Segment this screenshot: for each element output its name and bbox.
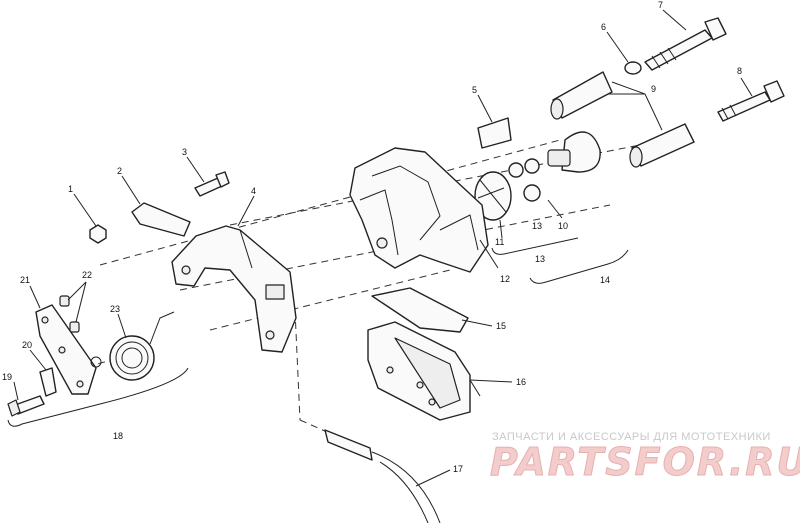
watermark: ЗАПЧАСТИ И АКСЕССУАРЫ ДЛЯ МОТОТЕХНИКИ PA…	[490, 431, 800, 485]
part-screw	[7, 395, 45, 417]
part-cable	[324, 429, 441, 523]
part-sleeves	[550, 71, 695, 168]
callout-2: 2	[117, 166, 122, 176]
part-bracket	[171, 225, 297, 353]
part-bolt-short	[717, 80, 785, 122]
callout-labels: 1 2 3 4 5 6 7 8 9 10 11 12 13 13 14 15 1…	[2, 0, 742, 474]
callout-7: 7	[658, 0, 663, 10]
callout-11: 11	[495, 237, 504, 247]
callout-9: 9	[651, 84, 656, 94]
part-spring	[90, 311, 175, 381]
callout-1: 1	[68, 184, 73, 194]
part-clip	[477, 117, 512, 149]
callout-13a: 13	[532, 221, 542, 231]
part-brake-pads	[367, 321, 471, 421]
watermark-brand: PARTSFOR.RU	[490, 440, 800, 484]
part-latch	[39, 367, 57, 397]
part-shim-plate	[371, 287, 469, 333]
part-link-plate	[131, 202, 191, 237]
callout-6: 6	[601, 22, 606, 32]
callout-23: 23	[110, 304, 120, 314]
callout-22: 22	[82, 270, 92, 280]
callout-16: 16	[516, 377, 526, 387]
callout-17: 17	[453, 464, 463, 474]
callout-15: 15	[496, 321, 506, 331]
watermark-tagline: ЗАПЧАСТИ И АКСЕССУАРЫ ДЛЯ МОТОТЕХНИКИ	[492, 431, 771, 443]
leader-lines	[13, 9, 753, 487]
part-caliper-body	[349, 147, 489, 273]
callout-21: 21	[20, 275, 30, 285]
part-washer	[624, 61, 642, 75]
part-lever-arm	[35, 304, 97, 395]
callout-5: 5	[472, 85, 477, 95]
part-piston-assembly	[508, 131, 601, 202]
callout-8: 8	[737, 66, 742, 76]
part-cam-lever	[474, 171, 512, 221]
callout-10: 10	[558, 221, 568, 231]
callout-14: 14	[600, 275, 610, 285]
callout-13b: 13	[535, 254, 545, 264]
part-bracket-bolt	[194, 171, 230, 197]
part-bushings	[59, 295, 80, 333]
group-brackets	[7, 237, 629, 427]
part-bolt-long	[644, 17, 727, 71]
part-nut	[89, 224, 107, 244]
callout-12: 12	[500, 274, 510, 284]
callout-3: 3	[182, 147, 187, 157]
callout-4: 4	[251, 186, 256, 196]
callout-20: 20	[22, 340, 32, 350]
callout-19: 19	[2, 372, 12, 382]
callout-18: 18	[113, 431, 123, 441]
